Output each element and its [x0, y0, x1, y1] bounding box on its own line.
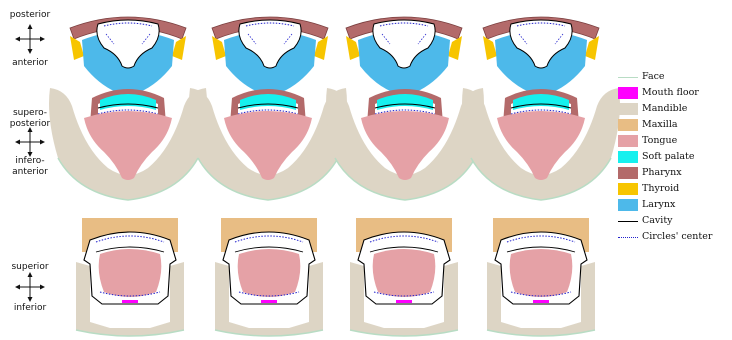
coronal-slice-3 — [350, 218, 458, 336]
legend-label: Maxilla — [642, 118, 678, 132]
legend-marker — [618, 87, 638, 99]
coronal-slice-2 — [215, 218, 323, 336]
legend-label: Larynx — [642, 198, 675, 212]
oblique-slice-2 — [189, 88, 347, 200]
row1-axis-cross — [15, 24, 45, 54]
legend-label: Thyroid — [642, 182, 679, 196]
legend-item: Tongue — [614, 134, 732, 148]
legend-marker — [618, 151, 638, 163]
row3-axis-cross — [15, 272, 45, 302]
legend-marker — [618, 221, 638, 222]
legend-marker — [618, 237, 638, 238]
legend-label: Tongue — [642, 134, 677, 148]
legend-item: Thyroid — [614, 182, 732, 196]
legend-item: Soft palate — [614, 150, 732, 164]
legend-item: Cavity — [614, 214, 732, 228]
legend-label: Face — [642, 70, 665, 84]
oblique-slice-4 — [462, 88, 620, 200]
row2-axis-cross — [15, 127, 45, 157]
oblique-slice-3 — [326, 88, 484, 200]
axial-slice-1 — [70, 17, 186, 92]
legend-label: Mouth floor — [642, 86, 699, 100]
legend-item: Pharynx — [614, 166, 732, 180]
legend-item: Face — [614, 70, 732, 84]
legend-marker — [618, 135, 638, 147]
legend-marker — [618, 77, 638, 78]
legend-item: Mandible — [614, 102, 732, 116]
legend-label: Soft palate — [642, 150, 694, 164]
axial-slice-3 — [346, 17, 462, 92]
coronal-slice-4 — [487, 218, 595, 336]
legend-marker — [618, 167, 638, 179]
legend-label: Mandible — [642, 102, 687, 116]
legend-marker — [618, 199, 638, 211]
legend-label: Circles' center — [642, 230, 712, 244]
legend-item: Circles' center — [614, 230, 732, 244]
axial-slice-4 — [483, 17, 599, 92]
legend-label: Pharynx — [642, 166, 682, 180]
coronal-slice-1 — [76, 218, 184, 336]
oblique-slice-1 — [49, 88, 207, 200]
legend-item: Larynx — [614, 198, 732, 212]
legend-item: Mouth floor — [614, 86, 732, 100]
legend-marker — [618, 103, 638, 115]
legend-item: Maxilla — [614, 118, 732, 132]
legend-marker — [618, 183, 638, 195]
legend-label: Cavity — [642, 214, 673, 228]
legend-marker — [618, 119, 638, 131]
axial-slice-2 — [212, 17, 328, 92]
